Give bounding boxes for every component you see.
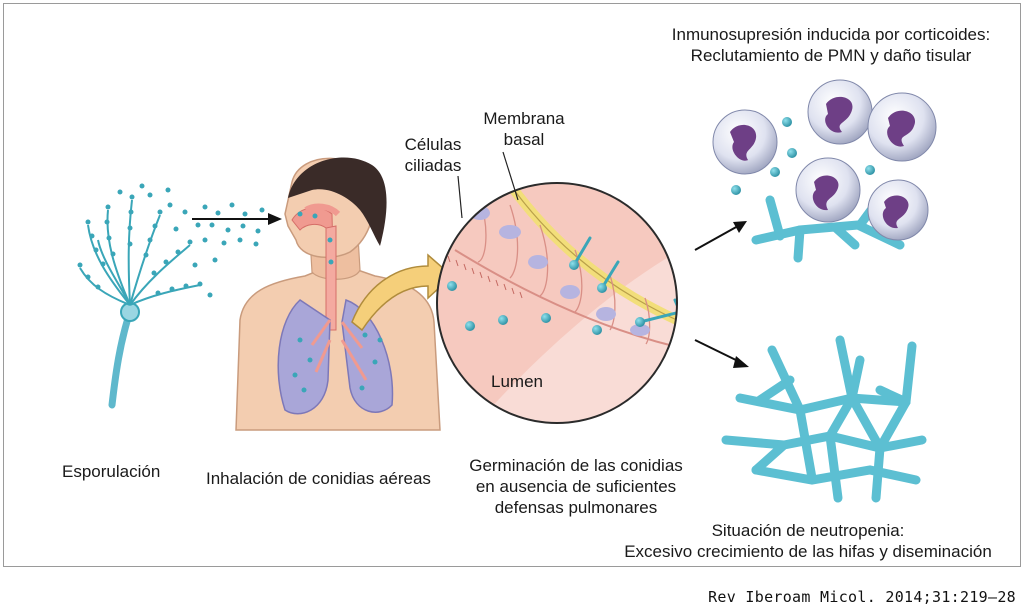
label-lumen: Lumen [491,372,543,391]
label-germination: Germinación de las conidias en ausencia … [440,455,712,518]
label-membrane-line2: basal [503,130,545,149]
aspergillus-conidiophore [77,183,218,409]
label-immuno-line1: Inmunosupresión inducida por corticoides… [671,25,991,44]
label-inhalation: Inhalación de conidias aéreas [206,469,431,488]
citation: Rev Iberoam Micol. 2014;31:219–28 [708,588,1016,606]
airway-magnification [436,182,678,424]
label-ciliated-cells: Células ciliadas [378,134,488,176]
label-ciliated-line1: Células [404,135,462,154]
ciliated-pointer [457,175,463,219]
arrow-immunosuppression [694,225,739,251]
label-immunosuppression: Inmunosupresión inducida por corticoides… [646,24,1016,66]
label-sporulation: Esporulación [62,462,161,481]
inhalation-arrow-head [268,213,282,225]
airborne-conidia [202,202,265,247]
label-basal-membrane: Membrana basal [468,108,580,150]
label-neutropenia: Situación de neutropenia: Excesivo creci… [596,520,1020,562]
label-ciliated-line2: ciliadas [404,156,462,175]
hyphal-mesh [721,335,927,503]
arrow-neutropenia [694,339,741,363]
membrane-pointer [502,151,519,201]
label-immuno-line2: Reclutamiento de PMN y daño tisular [690,46,972,65]
label-membrane-line1: Membrana [483,109,565,128]
neutrophils-hyphae [712,79,937,263]
human-figure [235,157,441,431]
label-germination-line3: defensas pulmonares [494,498,658,517]
label-germination-line1: Germinación de las conidias [469,456,683,475]
label-neutro-line1: Situación de neutropenia: [711,521,905,540]
label-germination-line2: en ausencia de suficientes [475,477,677,496]
label-neutro-line2: Excesivo crecimiento de las hifas y dise… [624,542,992,561]
